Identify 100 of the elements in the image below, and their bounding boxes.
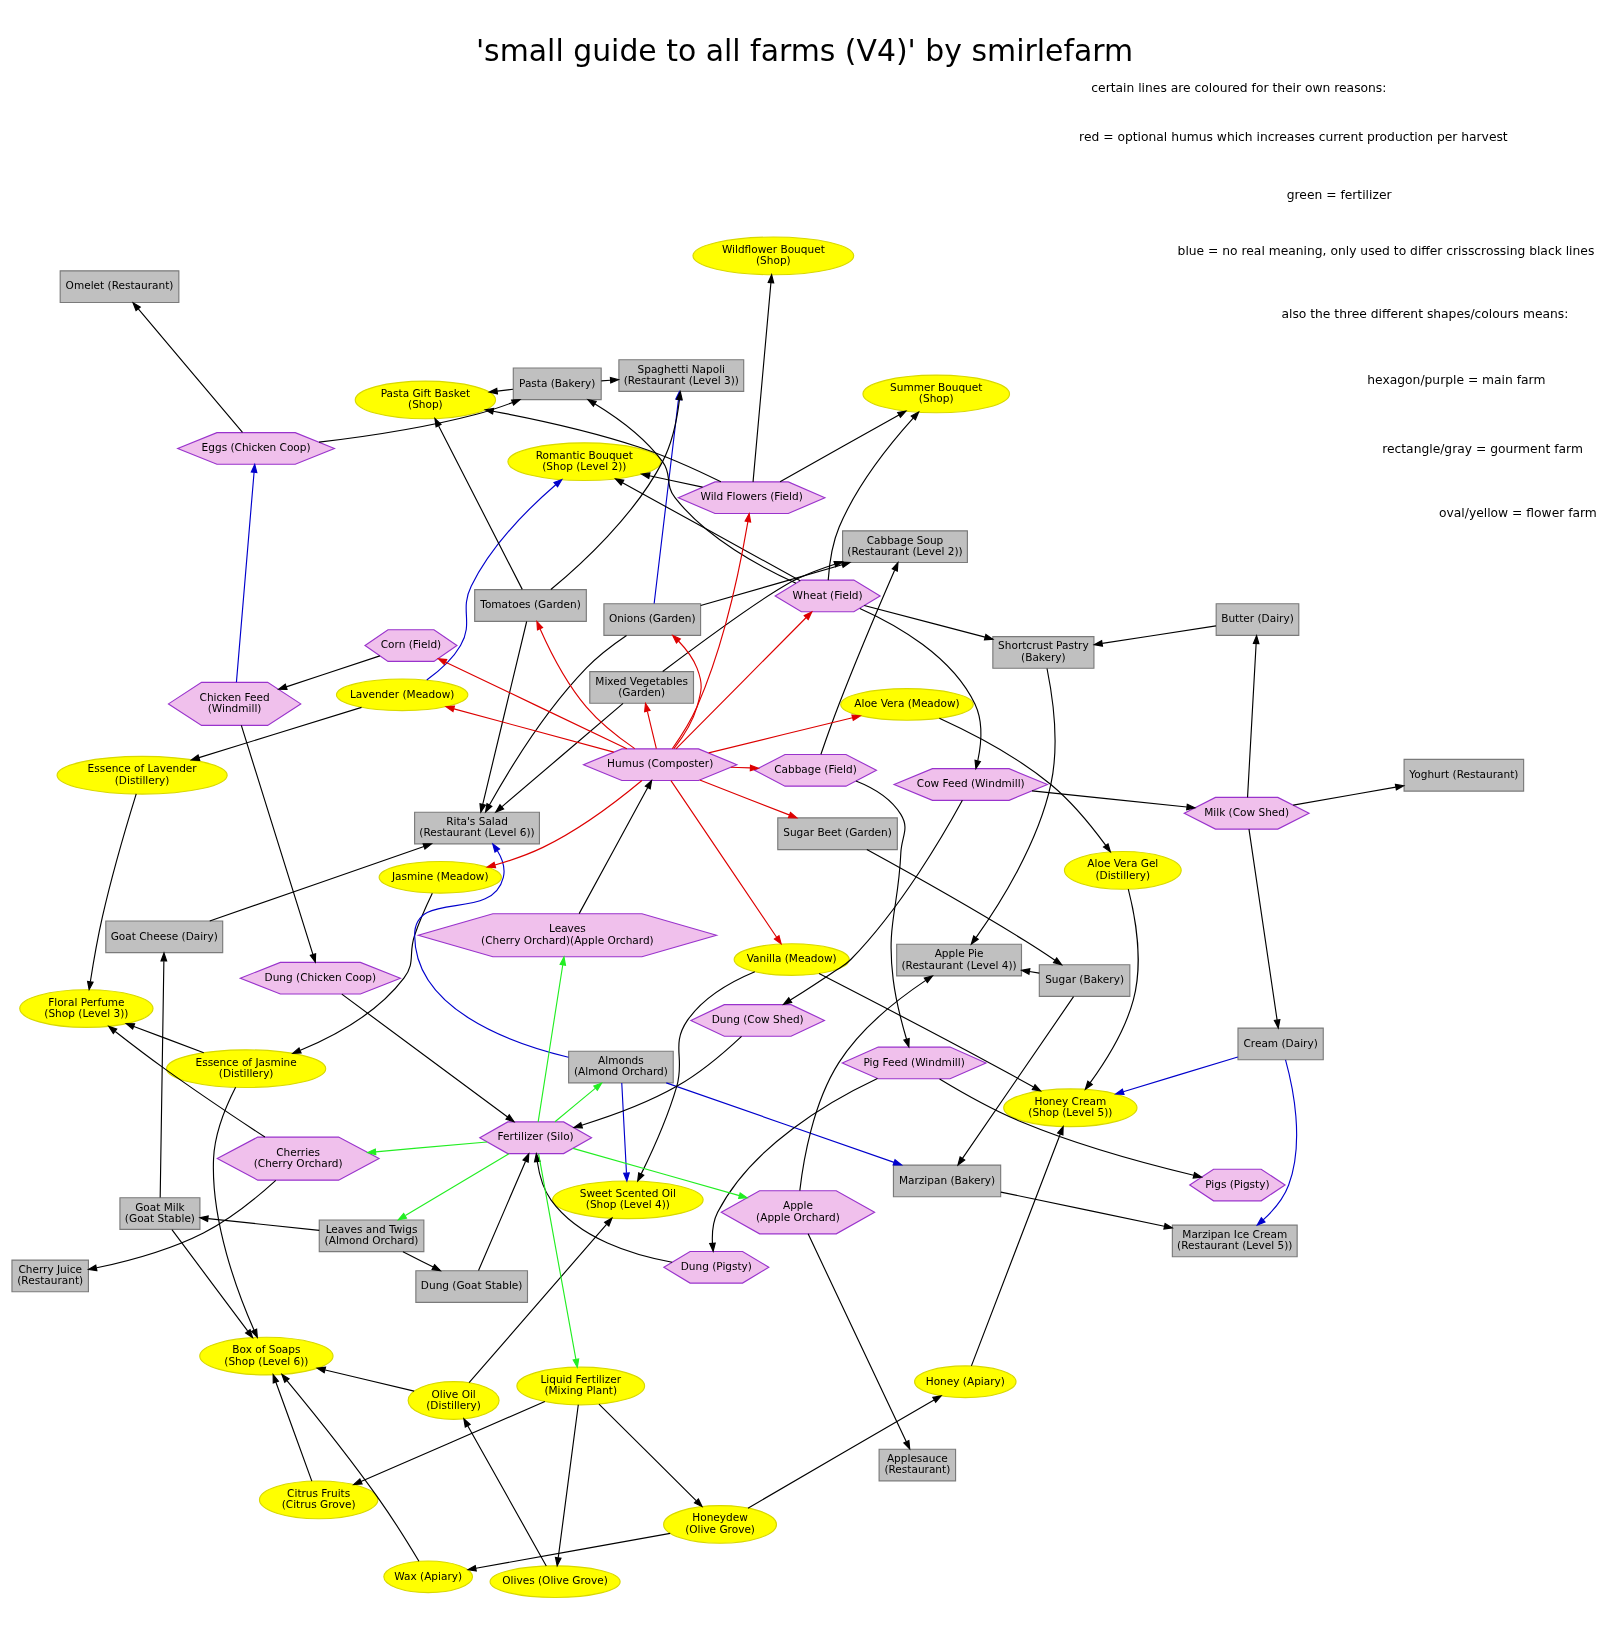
arrow: [782, 799, 963, 1005]
node-box: Leaves and Twigs (Almond Orchard): [318, 1218, 425, 1252]
node-ellipse: Wax (Apiary): [383, 1560, 474, 1593]
node-ellipse: Vanilla (Meadow): [733, 942, 850, 976]
arrow: [485, 779, 643, 868]
arrow: [272, 1372, 313, 1482]
arrow: [189, 706, 363, 761]
node-ellipse: Honeydew (Olive Grove): [663, 1504, 778, 1544]
node-box: Cherry Juice (Restaurant): [11, 1259, 89, 1292]
arrow: [730, 763, 761, 771]
arrow: [159, 950, 168, 1198]
arrow: [939, 1077, 1204, 1179]
arrow: [1246, 633, 1260, 798]
arrow: [494, 702, 624, 813]
arrow: [484, 634, 628, 813]
arrow: [240, 724, 317, 964]
arrow: [487, 387, 514, 395]
node-box: Mixed Vegetables (Garden): [589, 670, 695, 704]
node-box: Pasta (Bakery): [512, 366, 602, 400]
arrow: [752, 272, 775, 482]
arrow: [1092, 624, 1217, 647]
arrow: [1000, 1191, 1174, 1230]
arrow: [675, 610, 813, 749]
arrow: [171, 1228, 254, 1339]
node-box: Almonds (Almond Orchard): [568, 1050, 674, 1083]
arrow: [198, 1214, 320, 1231]
arrow: [466, 1532, 671, 1572]
arrow: [1248, 828, 1281, 1030]
arrow: [537, 954, 567, 1122]
arrow: [614, 477, 801, 581]
node-box: Goat Milk (Goat Stable): [119, 1196, 201, 1230]
arrow: [291, 892, 433, 1054]
arrow: [747, 1394, 943, 1509]
arrow: [277, 654, 381, 690]
arrow: [554, 1403, 579, 1567]
label: green = fertilizer: [1286, 187, 1392, 202]
label: certain lines are coloured for their own reasons:: [1091, 80, 1387, 95]
arrow: [426, 477, 564, 681]
arrow: [1292, 783, 1406, 806]
label: hexagon/purple = main farm: [1367, 372, 1546, 387]
arrow: [479, 620, 528, 814]
arrow: [600, 376, 621, 384]
arrow: [665, 1081, 904, 1166]
arrow: [700, 560, 852, 606]
node-ellipse: Liquid Fertilizer (Mixing Plant): [516, 1366, 646, 1405]
label: rectangle/gray = gourment farm: [1382, 441, 1583, 456]
arrow: [1031, 789, 1197, 811]
arrow: [807, 1232, 911, 1450]
arrow: [212, 1086, 259, 1339]
arrow: [820, 560, 899, 755]
arrow: [970, 667, 1056, 945]
arrow: [468, 1216, 614, 1383]
node-box: Tomatoes (Garden): [474, 588, 587, 622]
arrow: [818, 972, 1043, 1092]
diagram-title: 'small guide to all farms (V4)' by smirlefarm: [475, 32, 1134, 68]
arrow: [1019, 967, 1040, 975]
arrow: [533, 1151, 673, 1263]
arrow: [1084, 888, 1139, 1091]
arrow: [572, 1035, 743, 1129]
arrow: [866, 848, 1064, 966]
node-ellipse: Honey (Apiary): [914, 1364, 1017, 1398]
arrow: [86, 792, 137, 991]
arrow: [827, 410, 920, 581]
node-box: Marzipan Ice Cream (Restaurant (Level 5)): [1171, 1224, 1298, 1257]
arrow: [444, 705, 615, 753]
arrow: [956, 995, 1075, 1166]
arrow: [578, 778, 653, 914]
arrow: [636, 970, 756, 1183]
node-ellipse: Sweet Scented Oil (Shop (Level 4)): [552, 1179, 704, 1219]
arrow: [341, 993, 516, 1123]
arrow: [671, 633, 702, 749]
arrow: [671, 511, 752, 749]
node-ellipse: Olive Oil (Distillery): [407, 1380, 500, 1420]
node-box: Butter (Dairy): [1215, 602, 1300, 636]
arrow: [970, 1124, 1064, 1366]
arrow: [477, 1151, 530, 1271]
arrow: [536, 619, 636, 749]
arrow: [644, 701, 657, 749]
node-box: Rita's Salad (Restaurant (Level 6)): [414, 811, 540, 844]
arrow: [86, 1179, 277, 1271]
arrow: [799, 974, 934, 1191]
node-box: Apple Pie (Restaurant (Level 4)): [896, 943, 1023, 976]
arrow: [414, 842, 569, 1058]
arrow: [434, 416, 523, 590]
arrow: [586, 398, 797, 584]
arrow: [209, 842, 434, 922]
node-box: Shortcrust Pastry (Bakery): [992, 635, 1095, 669]
label: blue = no real meaning, only used to differ crisscrossing black lines: [1177, 243, 1595, 258]
node-box: Sugar (Bakery): [1038, 963, 1131, 997]
arrow: [1114, 1055, 1239, 1095]
node-ellipse: Olives (Olive Grove): [489, 1564, 621, 1598]
arrow: [621, 1082, 630, 1183]
arrow: [280, 1372, 420, 1562]
label: red = optional humus which increases current production per harvest: [1079, 129, 1508, 144]
node-box: Onions (Garden): [603, 602, 702, 636]
arrow: [315, 1366, 415, 1392]
arrow: [859, 607, 982, 770]
arrow: [708, 1077, 878, 1253]
arrow: [639, 471, 704, 488]
arrow: [670, 779, 783, 945]
